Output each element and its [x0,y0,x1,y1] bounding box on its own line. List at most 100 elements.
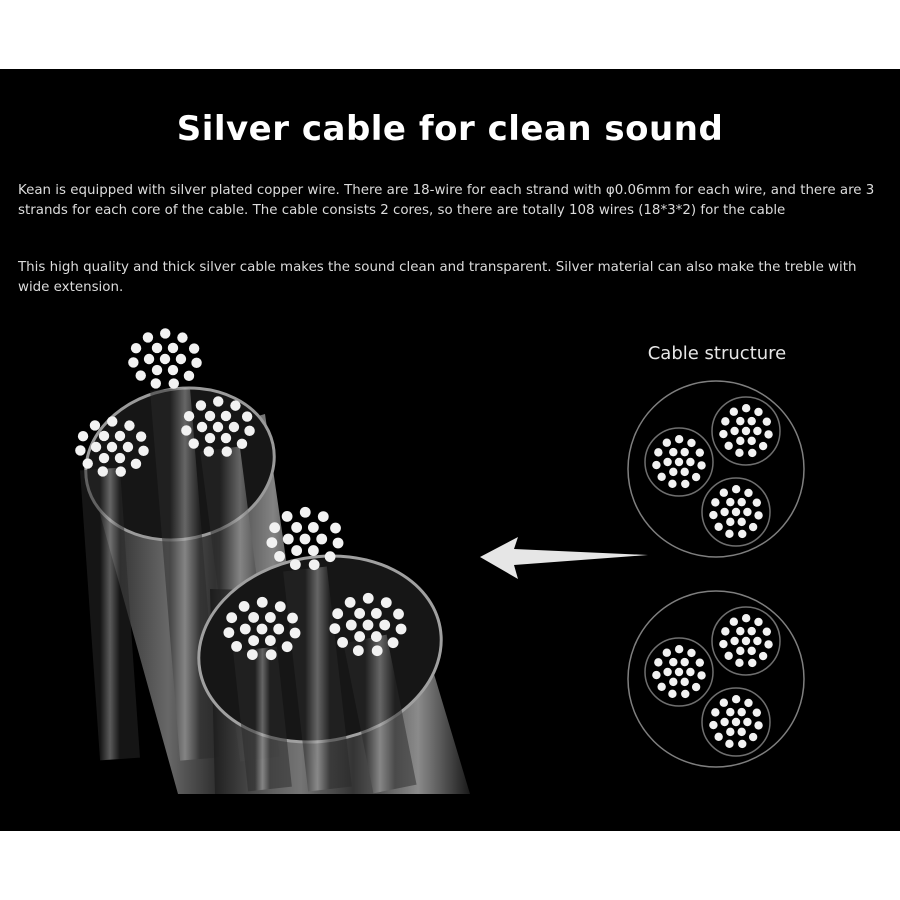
wire-dot [370,608,382,619]
wire-dot [731,485,741,494]
wire-dot [160,328,171,339]
wire-dot [711,708,720,717]
wire-dot [273,623,285,635]
wire-dot [337,636,348,648]
wire-dot [744,488,753,498]
wire-dot [680,447,689,457]
wire-dot [244,425,255,437]
core-2-wire-bundles [223,506,407,661]
wire-dot [332,608,344,620]
wire-dot [274,601,286,612]
wire-dot [764,430,773,439]
wire-dot [735,658,744,668]
wire-dot [663,457,672,467]
strand-outline [711,396,781,466]
wire-dot [77,431,89,442]
wire-dot [191,357,202,369]
wire-dot [687,648,696,658]
wire-dot [236,438,248,450]
wire-dot [669,657,678,667]
wire-dot [752,498,762,507]
wire-dot [681,689,690,699]
wire-dot [762,627,772,636]
wire-dot [114,430,126,442]
wire-dot [709,720,718,730]
wire-dot [75,445,86,456]
wire-dot [657,682,666,692]
strand-5 [719,614,773,668]
wire-dot [204,410,216,422]
wire-dot [352,645,364,657]
wire-dot [711,498,720,507]
wire-dot [731,717,741,727]
wire-dot [203,446,214,457]
wire-dot [724,441,733,451]
wire-dot [188,438,199,449]
wire-dot [196,421,208,433]
wire-dot [720,717,729,727]
wire-dot [743,507,752,517]
wire-dot [316,533,328,545]
wire-dot [662,648,672,657]
wire-dot [308,559,320,571]
wire-dot [220,410,232,422]
strand-outline [644,427,714,497]
wire-dot [697,671,706,680]
wire-dot [266,537,278,549]
wire-dot [330,522,341,534]
strand-a3 [181,396,255,457]
core-2-render [197,506,470,794]
wire-dot [741,426,751,436]
wire-dot [393,608,404,620]
wire-dot [97,466,108,477]
strand-outline [711,606,781,676]
wire-dot [98,430,110,442]
cable-structure-diagram [627,380,805,768]
wire-dot [726,517,735,527]
wire-dot [687,438,696,448]
wire-dot [721,627,730,636]
wire-dot [221,446,232,457]
wire-dot [143,353,155,365]
wire-dot [669,677,678,687]
wire-dot [695,448,705,457]
wire-dot [181,425,192,436]
wire-dot [248,635,260,646]
page-title: Silver cable for clean sound [176,109,724,149]
wire-dot [332,537,344,549]
wire-dot [269,522,281,534]
wire-dot [758,651,768,661]
wire-dot [274,550,285,562]
wire-dot [167,364,179,376]
wire-dot [135,431,147,442]
wire-dot [674,645,684,654]
wire-dot [721,417,730,426]
wire-dot [674,435,684,444]
strand-b3 [329,592,407,657]
cable-render [75,328,470,794]
strand-outline [644,637,714,707]
wire-dot [130,458,142,470]
cable-structure-label: Cable structure [647,343,787,364]
wire-dot [238,600,250,612]
wire-dot [668,689,677,699]
cable-illustration [75,328,805,794]
wire-dot [747,646,756,656]
wire-dot [669,447,678,457]
wire-dot [387,637,399,649]
wire-dot [188,343,200,354]
wire-dot [281,641,293,653]
wire-dot [737,497,746,507]
wire-dot [228,421,240,433]
wire-dot [98,452,110,464]
wire-dot [291,545,303,556]
wire-dot [317,511,329,522]
core-1-wire-bundles [75,328,255,477]
wire-dot [754,721,763,730]
wire-dot [758,441,768,451]
wire-dot [175,353,187,365]
wire-dot [106,441,118,453]
wire-dot [738,529,747,539]
wire-dot [748,658,757,668]
wire-dot [741,404,751,413]
